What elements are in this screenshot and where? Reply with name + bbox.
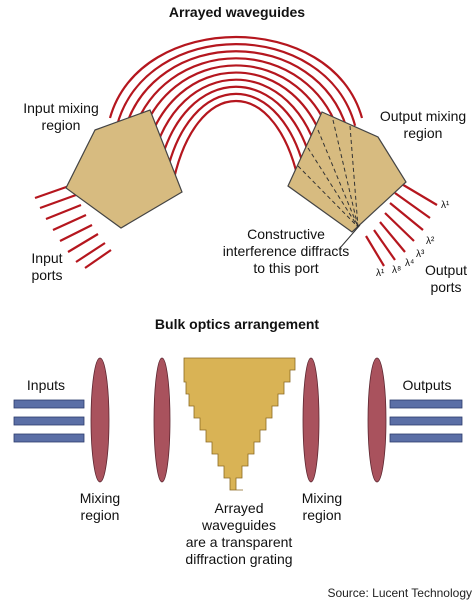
constructive-label-line1: Constructive bbox=[247, 226, 325, 242]
waveguide-arc bbox=[150, 78, 322, 165]
waveguide-arc bbox=[129, 57, 343, 142]
focusing-dashed-lines bbox=[297, 119, 359, 228]
input-mixing-label-line1: Input mixing bbox=[23, 100, 99, 116]
diffraction-grating bbox=[183, 357, 296, 491]
input-port-lines bbox=[34, 183, 112, 269]
inputs-label: Inputs bbox=[26, 377, 66, 393]
top-title: Arrayed waveguides bbox=[168, 4, 306, 20]
arrayed-caption-line4: diffraction grating bbox=[185, 551, 293, 567]
input-fibers bbox=[13, 399, 85, 443]
arrayed-caption-line1: Arrayed bbox=[214, 500, 264, 516]
output-mixing-label-line2: region bbox=[403, 125, 443, 141]
constructive-pointer-line bbox=[339, 224, 361, 249]
output-port-lines bbox=[365, 182, 438, 267]
waveguide-arc bbox=[115, 43, 357, 127]
constructive-interference-label: Constructive interference diffracts to t… bbox=[206, 226, 366, 277]
constructive-label-line3: to this port bbox=[253, 260, 319, 276]
mixing-right-line2: region bbox=[302, 507, 342, 523]
waveguide-arc bbox=[136, 64, 336, 150]
input-ports-label-line1: Input bbox=[31, 250, 63, 266]
input-mixing-region bbox=[65, 109, 183, 229]
source-credit: Source: Lucent Technology bbox=[327, 586, 472, 600]
wavelength-label: λ³ bbox=[416, 249, 425, 260]
output-fibers bbox=[389, 399, 463, 443]
lens-right-outer bbox=[367, 357, 387, 483]
wavelength-labels: λ¹ λ⁸ λ⁴ λ³ λ² λ¹ bbox=[376, 200, 450, 279]
wavelength-label: λ⁴ bbox=[405, 258, 414, 269]
mixing-right-line1: Mixing bbox=[301, 490, 343, 506]
waveguide-arc bbox=[143, 71, 329, 158]
output-mixing-region bbox=[287, 111, 407, 233]
input-ports-label: Input ports bbox=[22, 250, 72, 284]
waveguide-arc bbox=[157, 85, 315, 173]
output-ports-label-line1: Output bbox=[424, 262, 468, 278]
lens-left-outer bbox=[90, 357, 110, 483]
mixing-region-left-label: Mixing region bbox=[68, 490, 132, 524]
wavelength-label: λ⁸ bbox=[392, 265, 401, 276]
output-ports-label-line2: ports bbox=[430, 279, 462, 295]
output-mixing-label-line1: Output mixing bbox=[379, 108, 467, 124]
mixing-region-right-label: Mixing region bbox=[290, 490, 354, 524]
bottom-title: Bulk optics arrangement bbox=[154, 316, 320, 332]
mixing-left-line1: Mixing bbox=[79, 490, 121, 506]
outputs-label: Outputs bbox=[402, 377, 452, 393]
waveguide-arc bbox=[122, 50, 350, 134]
mixing-left-line2: region bbox=[80, 507, 120, 523]
constructive-label-line2: interference diffracts bbox=[222, 243, 350, 259]
lenses bbox=[90, 357, 387, 483]
wavelength-label: λ¹ bbox=[441, 200, 450, 211]
wavelength-label: λ² bbox=[426, 236, 435, 247]
lens-left-inner bbox=[153, 357, 171, 483]
arrayed-caption-line3: are a transparent bbox=[185, 534, 293, 550]
arrayed-waveguides-caption: Arrayed waveguides are a transparent dif… bbox=[164, 500, 314, 568]
lens-right-inner bbox=[302, 357, 320, 483]
output-ports-label: Output ports bbox=[418, 262, 474, 296]
input-ports-label-line2: ports bbox=[31, 267, 63, 283]
arrayed-caption-line2: waveguides bbox=[202, 517, 276, 533]
input-mixing-label-line2: region bbox=[41, 117, 81, 133]
waveguide-arcs bbox=[108, 36, 364, 189]
waveguide-arc bbox=[170, 99, 302, 189]
input-mixing-label: Input mixing region bbox=[12, 100, 110, 134]
output-mixing-label: Output mixing region bbox=[372, 108, 474, 142]
waveguide-arc bbox=[164, 93, 308, 181]
waveguide-arc bbox=[108, 36, 364, 119]
wavelength-label: λ¹ bbox=[376, 268, 385, 279]
